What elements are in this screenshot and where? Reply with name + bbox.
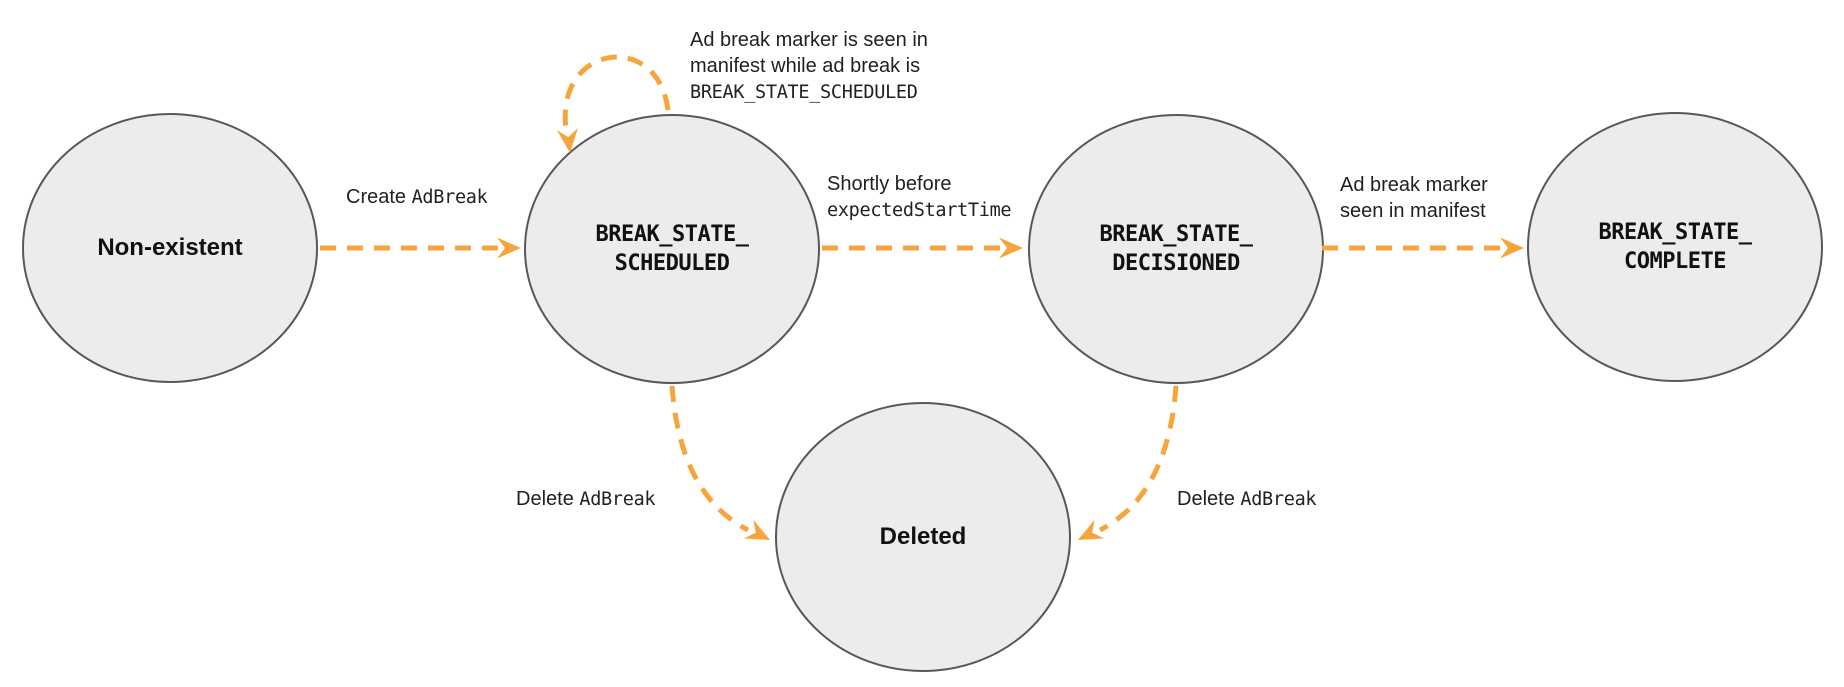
arrowhead-icon <box>743 519 770 540</box>
transition-delete-adbreak-right <box>1078 385 1179 540</box>
transition-delete-adbreak-left <box>669 385 770 540</box>
transition-marker-seen-self-loop-line <box>562 54 671 136</box>
state-node-break-state-decisioned <box>1028 114 1324 384</box>
transition-delete-adbreak-right-line <box>1098 385 1179 533</box>
arrowhead-icon <box>1500 237 1524 259</box>
state-node-break-state-complete <box>1527 112 1823 382</box>
arrowhead-icon <box>497 237 521 259</box>
transition-marker-seen-self-loop <box>557 54 671 153</box>
arrowhead-icon <box>999 237 1023 259</box>
state-node-break-state-scheduled <box>524 114 820 384</box>
transition-delete-adbreak-left-line <box>669 385 750 533</box>
transition-marker-seen <box>1322 237 1524 259</box>
arrowhead-icon <box>1078 519 1105 540</box>
transition-create-adbreak <box>320 237 521 259</box>
arrowhead-icon <box>557 128 578 153</box>
transition-shortly-before <box>822 237 1023 259</box>
state-node-deleted <box>775 402 1071 672</box>
state-node-non-existent <box>22 113 318 383</box>
